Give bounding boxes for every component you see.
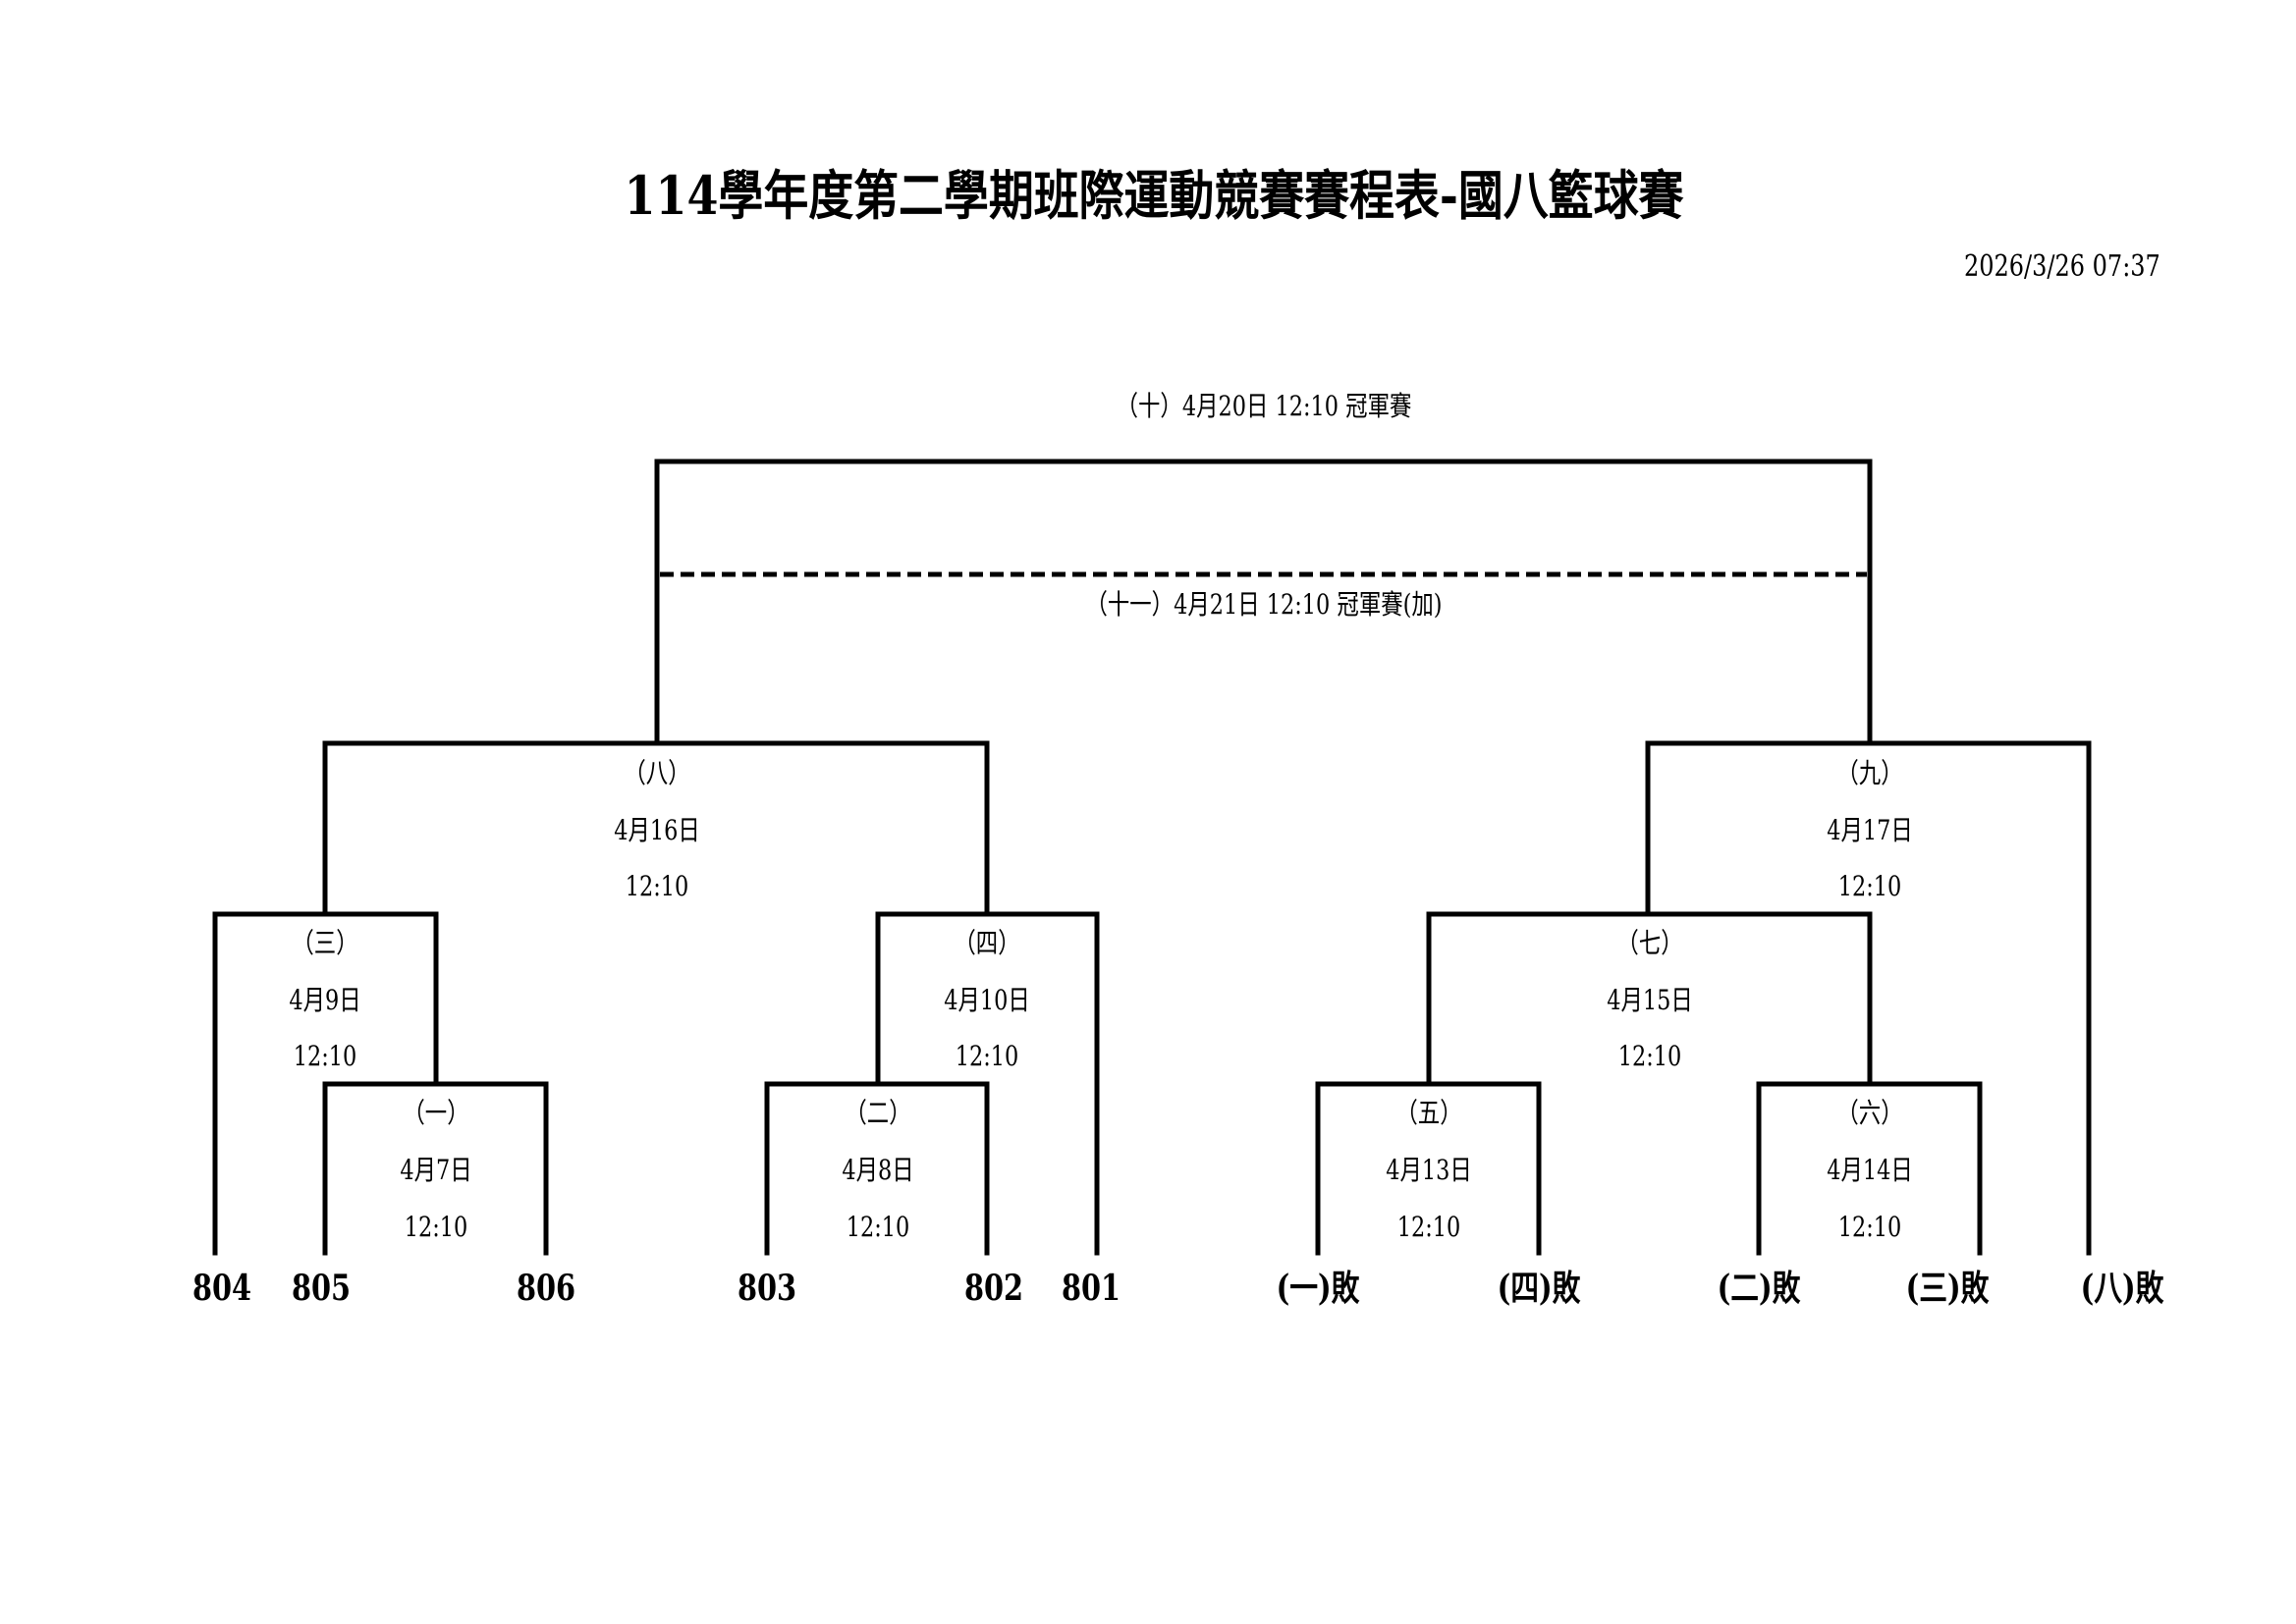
game9-number: （九） xyxy=(1836,757,1903,789)
game6-time: 12:10 xyxy=(1837,1211,1902,1243)
game4-date: 4月10日 xyxy=(944,984,1030,1016)
team-label: 804 xyxy=(191,1268,252,1309)
game7-date: 4月15日 xyxy=(1607,984,1693,1016)
team-label: (四)敗 xyxy=(1497,1268,1581,1309)
team-label: (八)敗 xyxy=(2080,1268,2164,1309)
game1-time: 12:10 xyxy=(404,1211,468,1243)
game7-line xyxy=(1426,911,1873,1087)
game7-number: （七） xyxy=(1616,927,1683,959)
game6-date: 4月14日 xyxy=(1827,1154,1913,1186)
game2-line xyxy=(764,1081,990,1256)
game3-number: （三） xyxy=(292,927,358,959)
team-label: 803 xyxy=(737,1268,797,1309)
game2-number: （二） xyxy=(845,1097,911,1129)
team-label: 801 xyxy=(1061,1268,1121,1309)
game9-line xyxy=(1645,740,2092,1256)
game5-date: 4月13日 xyxy=(1386,1154,1472,1186)
game5-line xyxy=(1315,1081,1542,1256)
game6-line xyxy=(1756,1081,1983,1256)
game6-number: （六） xyxy=(1836,1097,1903,1129)
game5-time: 12:10 xyxy=(1396,1211,1461,1243)
game2-time: 12:10 xyxy=(846,1211,910,1243)
team-label: 806 xyxy=(516,1268,576,1309)
game9-date: 4月17日 xyxy=(1827,814,1913,846)
print-timestamp: 2026/3/26 07:37 xyxy=(1964,249,2160,284)
game8-line xyxy=(322,740,990,917)
game2-date: 4月8日 xyxy=(842,1154,914,1186)
game4-line xyxy=(875,911,1100,1256)
game5-number: （五） xyxy=(1395,1097,1462,1129)
final-bracket-line xyxy=(654,459,1873,746)
final-extra-label: （十一）4月21日 12:10 冠軍賽(加) xyxy=(1085,588,1443,621)
game8-time: 12:10 xyxy=(625,870,689,902)
game3-line xyxy=(212,911,439,1256)
team-label: (一)敗 xyxy=(1276,1268,1360,1309)
game8-date: 4月16日 xyxy=(614,814,700,846)
game3-time: 12:10 xyxy=(293,1040,357,1072)
final-label: （十）4月20日 12:10 冠軍賽 xyxy=(1116,390,1412,422)
team-label: 805 xyxy=(291,1268,352,1309)
team-label: (三)敗 xyxy=(1905,1268,1990,1309)
game8-number: （八） xyxy=(624,757,690,789)
game1-line xyxy=(322,1081,549,1256)
team-label: (二)敗 xyxy=(1717,1268,1801,1309)
game4-number: （四） xyxy=(954,927,1020,959)
team-label: 802 xyxy=(963,1268,1024,1309)
game9-time: 12:10 xyxy=(1837,870,1902,902)
game1-number: （一） xyxy=(403,1097,469,1129)
game1-date: 4月7日 xyxy=(400,1154,472,1186)
game7-time: 12:10 xyxy=(1617,1040,1682,1072)
game4-time: 12:10 xyxy=(955,1040,1019,1072)
page-title: 114學年度第二學期班際運動競賽賽程表-國八籃球賽 xyxy=(624,164,1684,227)
game3-date: 4月9日 xyxy=(289,984,361,1016)
